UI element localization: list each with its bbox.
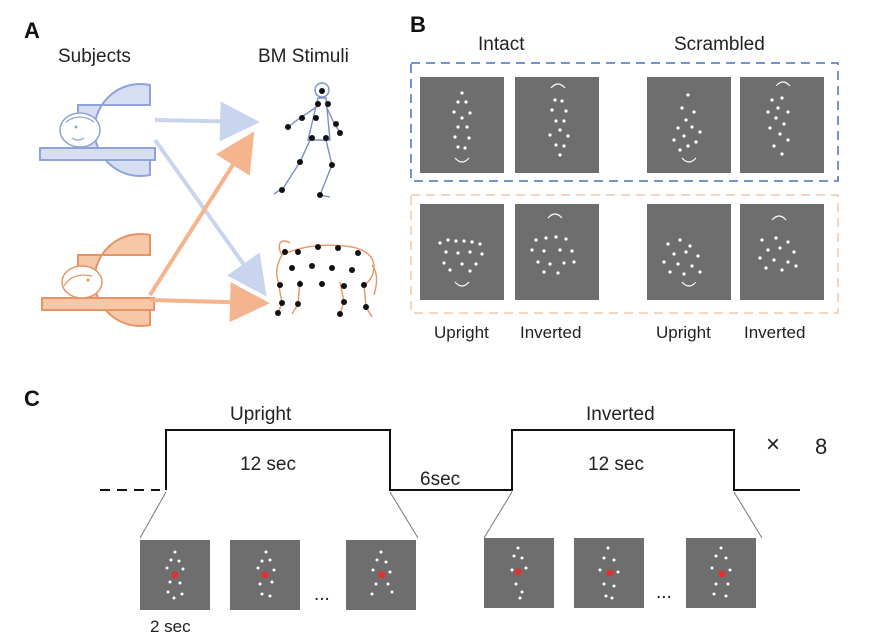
stim-monkey-intact-inverted <box>515 204 599 300</box>
subjects-label: Subjects <box>58 46 131 67</box>
bm-stimuli-label: BM Stimuli <box>258 46 349 67</box>
upright-duration-label: 12 sec <box>240 454 296 475</box>
human-scanner-icon <box>39 83 156 177</box>
monkey-scanner-icon <box>41 233 155 327</box>
stim-human-intact-inverted <box>515 77 599 173</box>
frame-duration-label: 2 sec <box>150 617 191 636</box>
panel-c-letter: C <box>24 386 40 411</box>
upright-ellipsis: ... <box>314 584 330 605</box>
human-to-human-arrow <box>154 101 260 142</box>
monkey-to-monkey-arrow <box>149 282 270 323</box>
panel-a: A Subjects BM Stimuli <box>24 18 378 327</box>
block-timeline <box>165 429 800 491</box>
orientation-label-3: Upright <box>656 323 711 342</box>
stim-monkey-scrambled-upright <box>647 204 731 300</box>
intact-label: Intact <box>478 34 525 55</box>
upright-frame-3 <box>346 540 416 610</box>
panel-b: B Intact Scrambled <box>410 12 839 342</box>
inverted-ellipsis: ... <box>656 582 672 603</box>
zoom-lines <box>139 491 763 539</box>
stim-monkey-intact-upright <box>420 204 504 300</box>
stim-human-scrambled-inverted <box>740 77 824 173</box>
monkey-walker-icon <box>275 240 378 318</box>
inverted-block-label: Inverted <box>586 404 655 425</box>
human-stimuli-box <box>410 62 839 182</box>
inverted-duration-label: 12 sec <box>588 454 644 475</box>
upright-frame-1 <box>140 540 210 610</box>
inverted-frame-1 <box>484 538 554 608</box>
orientation-label-2: Inverted <box>520 323 581 342</box>
panel-c: C Upright Inverted 12 sec 6sec 12 sec × … <box>24 386 827 636</box>
monkey-to-human-arrow <box>148 131 255 297</box>
human-walker-dots <box>279 88 343 198</box>
stim-monkey-scrambled-inverted <box>740 204 824 300</box>
orientation-label-4: Inverted <box>744 323 805 342</box>
monkey-walker-dots <box>275 244 369 317</box>
inverted-frame-3 <box>686 538 756 608</box>
upright-frame-2 <box>230 540 300 610</box>
rest-duration-label: 6sec <box>420 469 460 490</box>
panel-b-letter: B <box>410 12 426 37</box>
stim-human-intact-upright <box>420 77 504 173</box>
orientation-label-1: Upright <box>434 323 489 342</box>
scrambled-label: Scrambled <box>674 34 765 55</box>
repeat-count: 8 <box>815 434 827 459</box>
upright-block-label: Upright <box>230 404 292 425</box>
stim-human-scrambled-upright <box>647 77 731 173</box>
panel-a-letter: A <box>24 18 40 43</box>
inverted-frame-2 <box>574 538 644 608</box>
monkey-stimuli-box <box>410 194 839 314</box>
repeat-symbol: × <box>766 431 780 458</box>
human-to-monkey-arrow <box>153 138 267 297</box>
human-walker-icon <box>273 82 341 198</box>
